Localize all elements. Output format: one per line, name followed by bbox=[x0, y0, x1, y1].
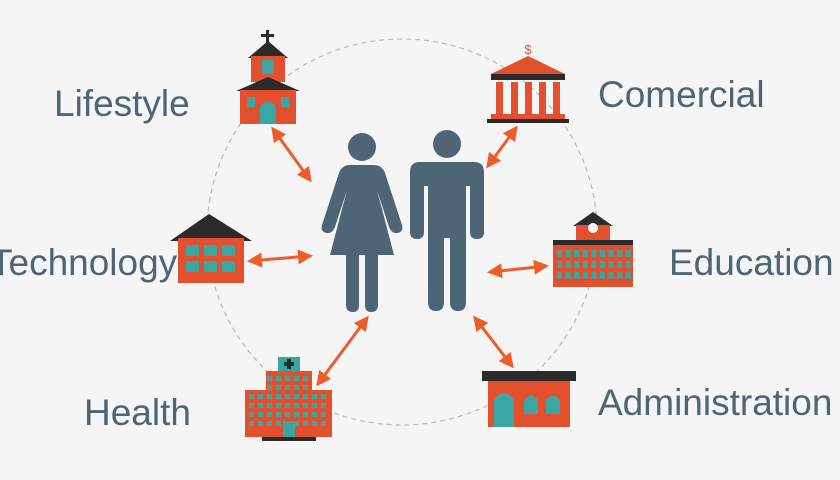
window bbox=[565, 250, 571, 257]
window bbox=[600, 272, 605, 279]
window bbox=[267, 376, 272, 381]
man-figure bbox=[410, 130, 484, 311]
window bbox=[294, 385, 299, 390]
window bbox=[557, 250, 562, 257]
arrow-technology bbox=[247, 249, 313, 268]
window bbox=[600, 250, 605, 257]
window bbox=[591, 272, 597, 279]
window bbox=[276, 394, 281, 399]
window bbox=[303, 385, 308, 390]
window bbox=[285, 376, 290, 381]
window bbox=[249, 394, 254, 399]
window bbox=[258, 421, 263, 426]
window bbox=[267, 412, 272, 417]
window bbox=[303, 376, 308, 381]
window bbox=[617, 250, 623, 257]
window bbox=[582, 261, 588, 268]
arrow-health bbox=[316, 315, 369, 387]
window bbox=[258, 403, 263, 408]
arrow-comercial bbox=[486, 125, 518, 169]
window bbox=[294, 403, 299, 408]
window bbox=[321, 394, 326, 399]
school-icon bbox=[553, 212, 633, 287]
window bbox=[608, 272, 614, 279]
window bbox=[617, 261, 623, 268]
window bbox=[285, 412, 290, 417]
window bbox=[608, 250, 614, 257]
window bbox=[591, 261, 597, 268]
woman-figure bbox=[321, 133, 403, 312]
hospital-icon bbox=[245, 357, 332, 441]
window bbox=[303, 394, 308, 399]
label-administration: Administration bbox=[598, 382, 833, 423]
window bbox=[574, 261, 580, 268]
window bbox=[294, 394, 299, 399]
arrow-lifestyle bbox=[271, 126, 312, 183]
label-health: Health bbox=[84, 392, 191, 433]
window bbox=[591, 250, 597, 257]
window bbox=[565, 261, 571, 268]
arrow-administration bbox=[473, 315, 514, 369]
window bbox=[285, 394, 290, 399]
bank-icon: $ bbox=[487, 42, 569, 123]
window bbox=[267, 394, 272, 399]
window bbox=[574, 250, 580, 257]
window bbox=[312, 412, 317, 417]
window bbox=[294, 412, 299, 417]
window bbox=[285, 385, 290, 390]
window bbox=[574, 272, 580, 279]
window bbox=[625, 272, 631, 279]
window bbox=[303, 403, 308, 408]
window bbox=[625, 250, 631, 257]
window bbox=[557, 261, 562, 268]
window bbox=[258, 412, 263, 417]
window bbox=[557, 272, 562, 279]
window bbox=[285, 403, 290, 408]
window bbox=[312, 394, 317, 399]
window bbox=[625, 261, 631, 268]
arrow-education bbox=[487, 259, 549, 279]
window bbox=[276, 421, 281, 426]
window bbox=[276, 412, 281, 417]
window bbox=[600, 261, 605, 268]
window bbox=[582, 250, 588, 257]
window bbox=[617, 272, 623, 279]
label-comercial: Comercial bbox=[598, 74, 765, 115]
window bbox=[321, 403, 326, 408]
window bbox=[249, 421, 254, 426]
church-icon bbox=[236, 30, 300, 124]
window bbox=[303, 421, 308, 426]
label-technology: Technology bbox=[0, 242, 178, 283]
window bbox=[258, 394, 263, 399]
window bbox=[303, 412, 308, 417]
window bbox=[608, 261, 614, 268]
svg-text:$: $ bbox=[524, 42, 532, 57]
window bbox=[294, 376, 299, 381]
window bbox=[565, 272, 571, 279]
connector-arrows bbox=[247, 125, 549, 387]
window bbox=[276, 376, 281, 381]
label-lifestyle: Lifestyle bbox=[54, 83, 190, 124]
window bbox=[321, 421, 326, 426]
window bbox=[321, 412, 326, 417]
window bbox=[294, 421, 299, 426]
label-education: Education bbox=[669, 242, 834, 283]
window bbox=[312, 403, 317, 408]
window bbox=[267, 403, 272, 408]
window bbox=[276, 385, 281, 390]
office-icon bbox=[482, 371, 576, 427]
window bbox=[267, 385, 272, 390]
people-icon bbox=[321, 130, 484, 312]
window bbox=[582, 272, 588, 279]
window bbox=[276, 403, 281, 408]
window bbox=[312, 421, 317, 426]
house-icon bbox=[170, 214, 252, 283]
window bbox=[249, 412, 254, 417]
window bbox=[249, 403, 254, 408]
window bbox=[267, 421, 272, 426]
